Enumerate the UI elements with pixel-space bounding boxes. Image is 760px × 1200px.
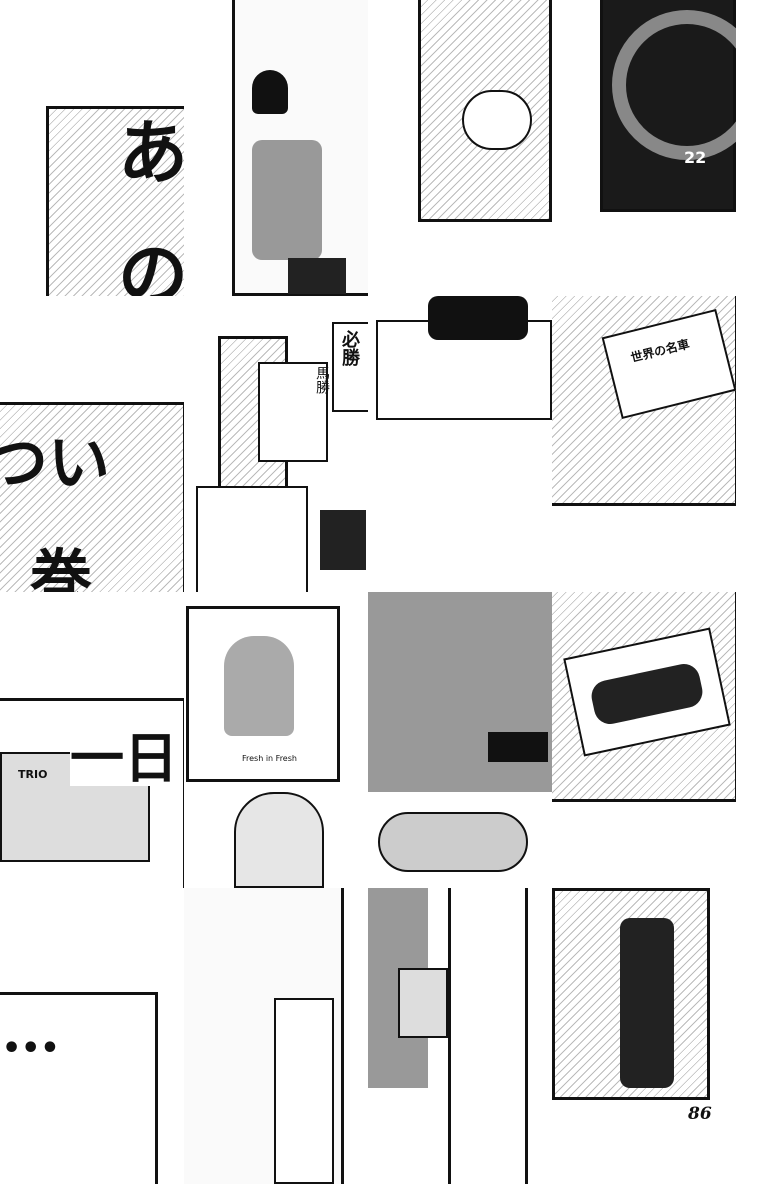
title-char-maki: 巻	[30, 542, 93, 593]
school-bag	[288, 258, 346, 294]
thermos	[620, 918, 674, 1088]
page-number: 86	[688, 1104, 712, 1124]
tile-ellipsis: •••	[0, 888, 184, 1184]
tile-tire: 22	[552, 0, 736, 296]
girl-uniform	[252, 140, 322, 260]
tile-dog	[368, 0, 552, 296]
chair-back	[398, 968, 448, 1038]
belt	[488, 732, 548, 762]
desk-shelf	[408, 436, 538, 546]
tile-schoolgirl	[184, 0, 368, 296]
tile-seated-man	[368, 592, 552, 888]
title-chars-tsui: つい	[0, 426, 111, 499]
title-char-no: の	[118, 234, 184, 296]
radio-brand: TRIO	[18, 768, 48, 781]
panel-map	[0, 402, 184, 592]
tile-telephone	[368, 296, 552, 592]
title-char-a: あ	[118, 112, 184, 194]
tire-number: 22	[684, 148, 707, 167]
open-door	[274, 998, 334, 1184]
file-boxes	[188, 1068, 264, 1178]
tile-radio: TRIO 一日	[0, 592, 184, 888]
tile-model-car	[552, 592, 736, 888]
girl-hair	[252, 70, 288, 114]
man-headband	[234, 792, 324, 888]
tile-thermos: 86	[552, 888, 736, 1200]
poster-woman	[224, 636, 294, 736]
drawer-cabinet	[196, 486, 308, 592]
panel-door	[0, 992, 158, 1184]
poster-bakachi: 馬勝	[314, 366, 330, 394]
ellipsis-text: •••	[2, 1031, 60, 1066]
title-chars-ichinichi: 一日	[70, 727, 178, 790]
doorframe	[448, 888, 528, 1184]
tile-chair	[368, 888, 552, 1184]
tile-doorway	[184, 888, 368, 1184]
tile-poster-man: Fresh in Fresh	[184, 592, 368, 888]
panel-window	[46, 106, 184, 296]
tile-room-posters: 馬勝 必勝	[184, 296, 368, 592]
dog	[462, 90, 532, 150]
man-body	[368, 592, 552, 792]
bag	[320, 510, 366, 570]
hissho-sign	[332, 322, 368, 412]
telephone	[428, 296, 528, 340]
poster-caption: Fresh in Fresh	[242, 754, 297, 763]
tile-magazine: 世界の名車	[552, 296, 736, 592]
tile-title-a: あ の	[0, 0, 184, 296]
tile-title-tsui: つい 巻	[0, 296, 184, 592]
chair-seat	[378, 812, 528, 872]
hissho-text: 必勝	[339, 330, 360, 366]
racing-form-poster	[258, 362, 328, 462]
